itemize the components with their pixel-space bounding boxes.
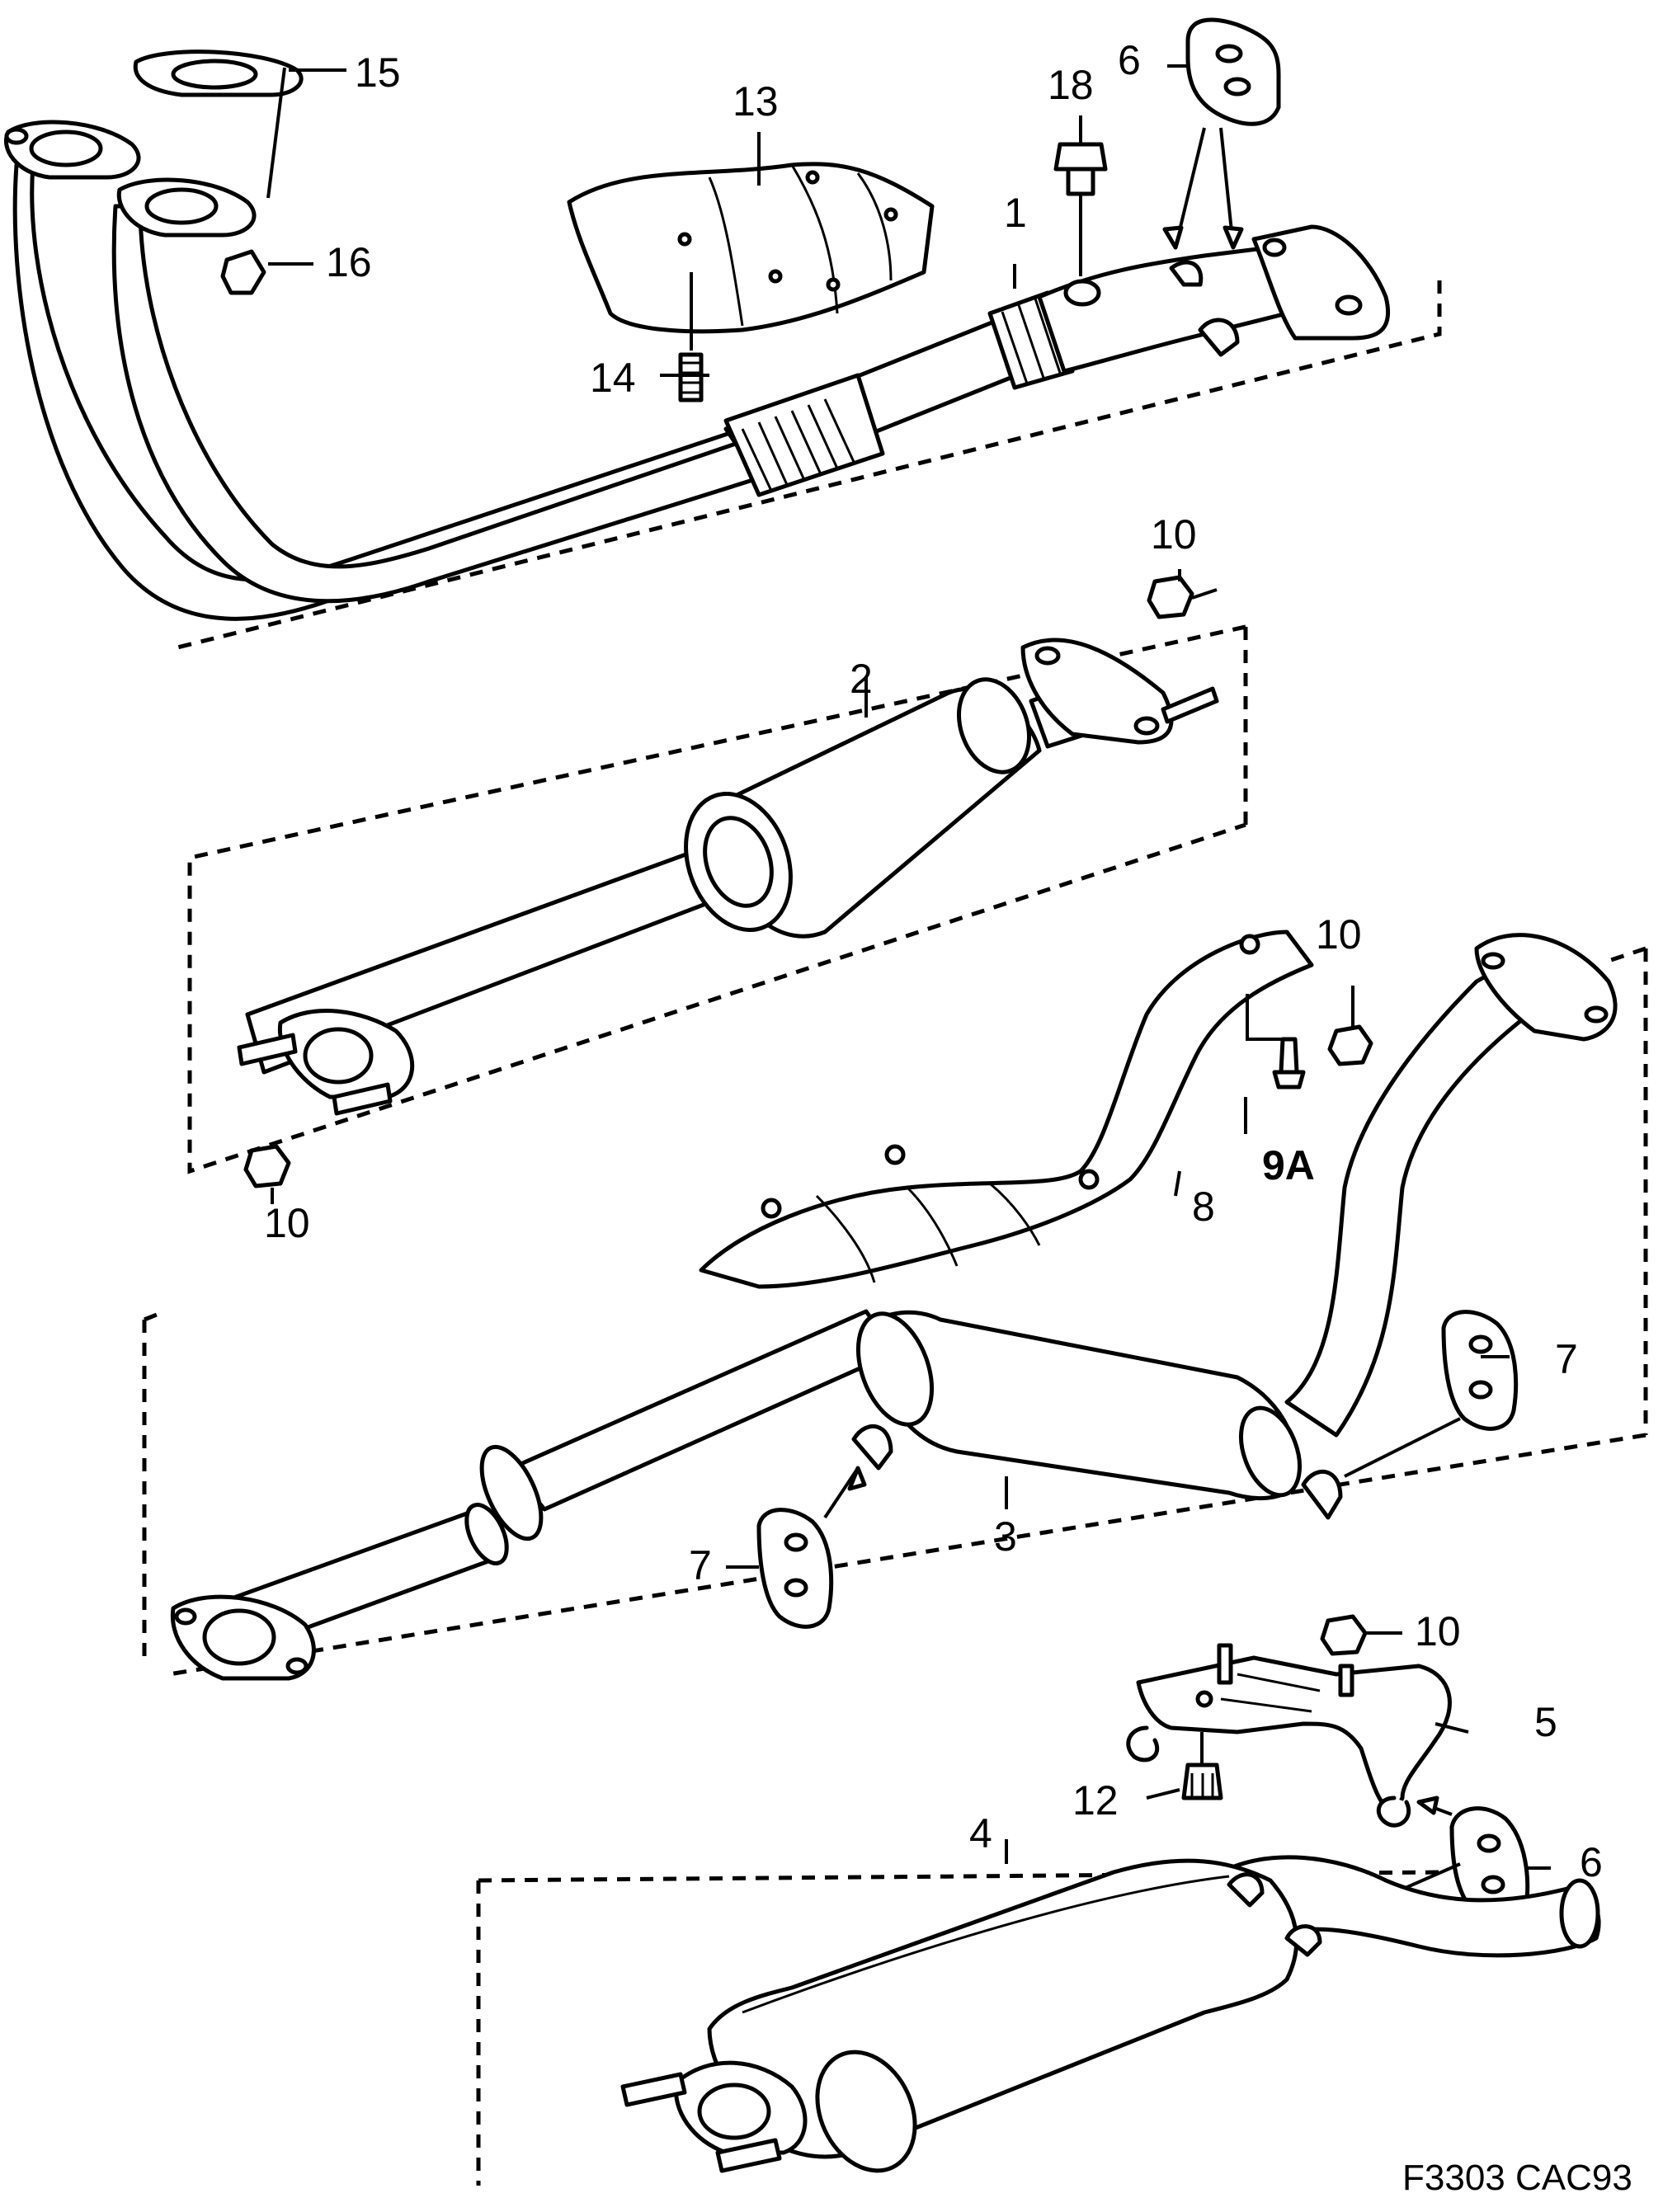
figure-code: F3303 CAC93 xyxy=(1402,2158,1632,2198)
label-part-3: 3 xyxy=(994,1513,1017,1560)
label-part-1: 1 xyxy=(1004,190,1027,236)
label-part-8: 8 xyxy=(1192,1184,1215,1230)
callout-leaders xyxy=(268,64,1551,1870)
part-number-labels: 1 2 3 4 5 6 6 7 7 8 9A 10 10 10 10 12 13… xyxy=(264,37,1632,2198)
front-muffler-part-2 xyxy=(187,575,1248,1188)
label-part-10-left: 10 xyxy=(264,1200,310,1246)
label-part-18: 18 xyxy=(1048,62,1094,108)
label-part-13: 13 xyxy=(733,78,779,125)
label-part-5: 5 xyxy=(1534,1699,1557,1745)
label-part-10-lower: 10 xyxy=(1415,1608,1461,1654)
front-pipe-part-1 xyxy=(4,17,1442,650)
label-part-12: 12 xyxy=(1072,1777,1119,1824)
label-part-10-top: 10 xyxy=(1151,511,1197,558)
label-part-15: 15 xyxy=(355,49,401,96)
label-part-9a: 9A xyxy=(1262,1142,1315,1188)
label-part-7-right: 7 xyxy=(1555,1336,1578,1382)
label-part-6-lower: 6 xyxy=(1580,1839,1603,1885)
intermediate-pipe-part-3 xyxy=(142,930,1648,1681)
label-part-2: 2 xyxy=(850,656,873,702)
label-part-10-mid: 10 xyxy=(1316,911,1362,958)
label-part-4: 4 xyxy=(969,1810,992,1857)
label-part-16: 16 xyxy=(326,239,372,285)
rear-muffler-part-4 xyxy=(476,1855,1601,2186)
label-part-6-top: 6 xyxy=(1118,37,1141,83)
label-part-14: 14 xyxy=(590,355,636,401)
label-part-7-left: 7 xyxy=(689,1542,712,1588)
